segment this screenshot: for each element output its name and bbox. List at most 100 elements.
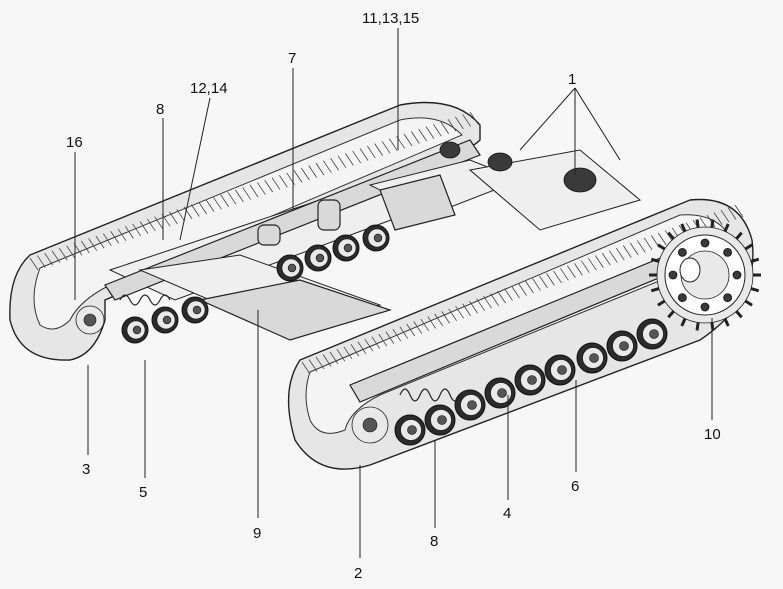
track-shoe	[706, 214, 716, 228]
sprocket-tooth	[744, 243, 753, 251]
track-roller-hub	[557, 365, 567, 375]
track-roller-hub	[162, 315, 172, 325]
callout-10: 10	[704, 426, 721, 443]
track-shoe	[433, 123, 442, 137]
track-shoe	[169, 211, 178, 224]
track-roller-hub	[649, 329, 659, 339]
track-shoe	[511, 285, 520, 299]
sprocket-tooth	[657, 299, 666, 307]
track-shoe	[581, 260, 590, 273]
track-shoe	[336, 349, 346, 362]
track-shoe	[147, 218, 156, 232]
track-shoe	[434, 313, 444, 327]
track-shoe	[374, 143, 383, 156]
track-shoe	[176, 209, 185, 222]
callout-11-13-15: 11,13,15	[362, 10, 419, 27]
track-shoe	[385, 331, 395, 344]
track-shoe	[139, 221, 149, 234]
track-shoe	[371, 336, 381, 349]
track-shoe	[364, 338, 374, 352]
callout-16: 16	[66, 134, 83, 151]
track-shoe	[117, 228, 127, 242]
left-idler-hub	[83, 313, 97, 327]
leader-lines	[74, 28, 713, 558]
track-shoe	[448, 308, 457, 322]
track-shoe	[359, 148, 369, 161]
track-shoe	[315, 356, 325, 370]
right-track-shoes	[301, 204, 744, 375]
track-shoe	[205, 199, 215, 212]
track-roller-hub	[437, 415, 447, 425]
callout-8-upper: 8	[156, 101, 164, 118]
track-shoe	[154, 216, 163, 229]
sprocket-tooth	[723, 223, 730, 232]
track-shoe	[343, 346, 353, 360]
track-shoe	[594, 255, 604, 268]
right-idler-assembly	[351, 388, 461, 444]
right-track-rollers	[394, 318, 668, 446]
sprocket-tooth	[750, 257, 760, 263]
track-shoe	[567, 265, 576, 278]
sprocket-bolt	[700, 238, 710, 248]
track-shoe	[440, 121, 449, 134]
sprocket-bolt	[668, 270, 678, 280]
track-roller-hub	[497, 388, 507, 398]
sprocket-tooth	[744, 299, 753, 307]
callout-7: 7	[288, 50, 296, 67]
track-shoe	[337, 155, 347, 169]
track-roller-hub	[343, 243, 353, 253]
track-shoe	[301, 361, 311, 375]
track-shoe	[657, 232, 667, 246]
track-shoe	[518, 283, 527, 296]
track-shoe	[132, 223, 141, 237]
center-bracket	[379, 174, 456, 231]
callout-4: 4	[503, 505, 511, 522]
callout-labels: 1 2 3 4 5 6 7 8 8 9 10 11,13,15 12,14 16	[66, 10, 721, 582]
track-shoe	[469, 301, 478, 314]
track-shoe	[546, 273, 555, 286]
sprocket-tooth	[695, 322, 700, 331]
callout-1: 1	[568, 71, 576, 88]
track-shoe	[345, 153, 354, 166]
track-shoe	[553, 270, 562, 284]
tensioner-cylinder	[317, 199, 341, 231]
left-recoil-spring	[119, 294, 171, 306]
track-shoe	[399, 326, 409, 339]
track-shoe	[95, 235, 105, 249]
track-shoe	[81, 240, 90, 254]
sprocket-bolts	[668, 238, 742, 312]
sprocket-tooth	[680, 223, 687, 232]
track-shoe	[727, 207, 737, 220]
track-shoe	[308, 165, 317, 178]
sprocket-flange	[679, 257, 701, 283]
track-shoe	[323, 160, 332, 173]
center-frame	[104, 139, 642, 341]
track-shoe	[352, 150, 361, 164]
track-shoe	[720, 209, 730, 223]
track-shoe	[532, 278, 541, 291]
track-shoe	[441, 311, 451, 324]
track-shoe	[418, 128, 427, 142]
sprocket-bolt	[723, 293, 733, 303]
sprocket-tooth	[735, 310, 743, 319]
track-shoe	[51, 250, 61, 263]
track-roller-hub	[287, 263, 297, 273]
drive-housing-area	[468, 149, 642, 231]
track-shoe	[406, 323, 416, 337]
track-shoe	[183, 206, 193, 220]
callout-2: 2	[354, 565, 362, 582]
track-shoe	[235, 189, 244, 203]
sprocket-tooth	[650, 257, 660, 263]
track-shoe	[411, 131, 420, 144]
track-shoe	[350, 344, 360, 357]
track-shoe	[476, 298, 485, 311]
track-shoe	[483, 295, 492, 309]
track-shoe	[497, 290, 506, 304]
track-shoe	[191, 204, 200, 217]
track-roller-hub	[619, 341, 629, 351]
track-shoe	[425, 126, 435, 139]
track-shoe	[271, 177, 281, 190]
track-shoe	[455, 116, 464, 130]
sprocket-bolt	[732, 270, 742, 280]
